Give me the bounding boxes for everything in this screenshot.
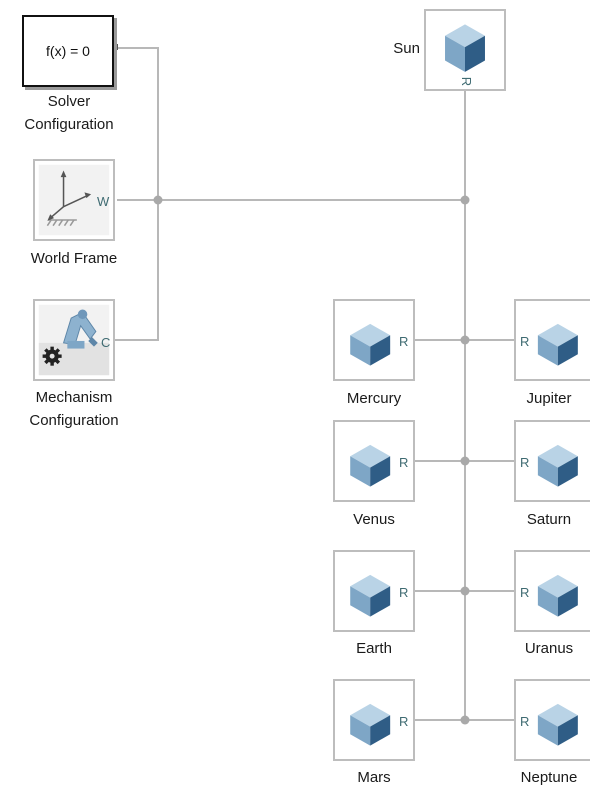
saturn-port-label: R: [520, 455, 530, 470]
sun-label: Sun: [393, 40, 420, 57]
mechanism-configuration-block[interactable]: C: [33, 299, 115, 381]
mercury-block[interactable]: R: [333, 299, 415, 381]
junction-dot: [460, 586, 470, 596]
saturn-label: Saturn: [526, 511, 572, 528]
junction-dot: [460, 456, 470, 466]
solver-configuration-label: Solver Configuration: [24, 93, 114, 133]
earth-block[interactable]: R: [333, 550, 415, 632]
venus-label: Venus: [353, 511, 395, 528]
uranus-port-label: R: [520, 585, 530, 600]
world-frame-label: World Frame: [30, 250, 118, 267]
solid-cube-icon: [537, 703, 578, 746]
world-frame-block[interactable]: W: [33, 159, 115, 241]
jupiter-port-label: R: [520, 334, 530, 349]
solid-cube-icon: [350, 323, 391, 366]
neptune-block[interactable]: R: [514, 679, 590, 761]
sun-block[interactable]: R: [424, 9, 506, 91]
junction-dot: [153, 195, 163, 205]
solver-expression: f(x) = 0: [46, 43, 90, 59]
mars-block[interactable]: R: [333, 679, 415, 761]
mars-label: Mars: [357, 769, 391, 786]
jupiter-block[interactable]: R: [514, 299, 590, 381]
solid-cube-icon: [350, 444, 391, 487]
mechanism-configuration-label: Mechanism Configuration: [29, 389, 119, 429]
world-frame-axes-icon: [38, 164, 110, 236]
saturn-block[interactable]: R: [514, 420, 590, 502]
neptune-label: Neptune: [520, 769, 578, 786]
world-port-label: W: [97, 194, 110, 209]
mechanism-port-label: C: [101, 335, 111, 350]
junction-dot: [460, 715, 470, 725]
venus-port-label: R: [399, 455, 409, 470]
solid-cube-icon: [445, 24, 485, 72]
uranus-label: Uranus: [524, 640, 574, 657]
solid-cube-icon: [537, 323, 578, 366]
solver-configuration-block[interactable]: f(x) = 0: [22, 15, 114, 87]
neptune-port-label: R: [520, 714, 530, 729]
sun-port-label: R: [459, 76, 475, 87]
solid-cube-icon: [350, 574, 391, 617]
venus-block[interactable]: R: [333, 420, 415, 502]
uranus-block[interactable]: R: [514, 550, 590, 632]
junction-dot: [460, 195, 470, 205]
earth-port-label: R: [399, 585, 409, 600]
mercury-port-label: R: [399, 334, 409, 349]
jupiter-label: Jupiter: [526, 390, 572, 407]
solid-cube-icon: [537, 574, 578, 617]
solid-cube-icon: [350, 703, 391, 746]
solid-cube-icon: [537, 444, 578, 487]
junction-dot: [460, 335, 470, 345]
mars-port-label: R: [399, 714, 409, 729]
mercury-label: Mercury: [346, 390, 402, 407]
mechanism-robot-arm-gear-icon: [38, 304, 110, 376]
earth-label: Earth: [356, 640, 392, 657]
